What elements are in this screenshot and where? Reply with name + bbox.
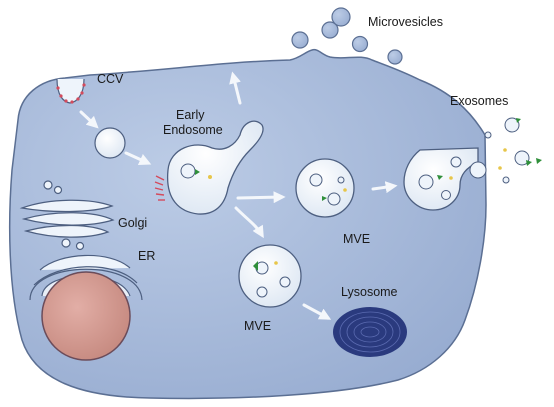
microvesicle-buds xyxy=(291,7,403,65)
nucleus xyxy=(41,271,131,361)
golgi-apparatus xyxy=(19,180,115,251)
endocytic-vesicle xyxy=(94,127,126,159)
exosomes-released xyxy=(469,117,542,184)
mve-fusing-membrane xyxy=(403,147,479,211)
label-golgi: Golgi xyxy=(118,216,147,230)
label-ccv: CCV xyxy=(97,72,124,86)
label-early-endosome-2: Endosome xyxy=(163,123,223,137)
label-er: ER xyxy=(138,249,155,263)
label-lysosome: Lysosome xyxy=(341,285,398,299)
pathway-arrows xyxy=(79,71,398,320)
mve-upper xyxy=(295,158,355,218)
mve-lower xyxy=(238,244,302,308)
label-mve-lower: MVE xyxy=(244,319,271,333)
label-early-endosome-1: Early xyxy=(176,108,205,122)
lysosome xyxy=(333,307,407,357)
label-microvesicles: Microvesicles xyxy=(368,15,443,29)
ccv-pit xyxy=(56,78,86,104)
early-endosome xyxy=(154,120,264,215)
label-mve-upper: MVE xyxy=(343,232,370,246)
label-exosomes: Exosomes xyxy=(450,94,508,108)
